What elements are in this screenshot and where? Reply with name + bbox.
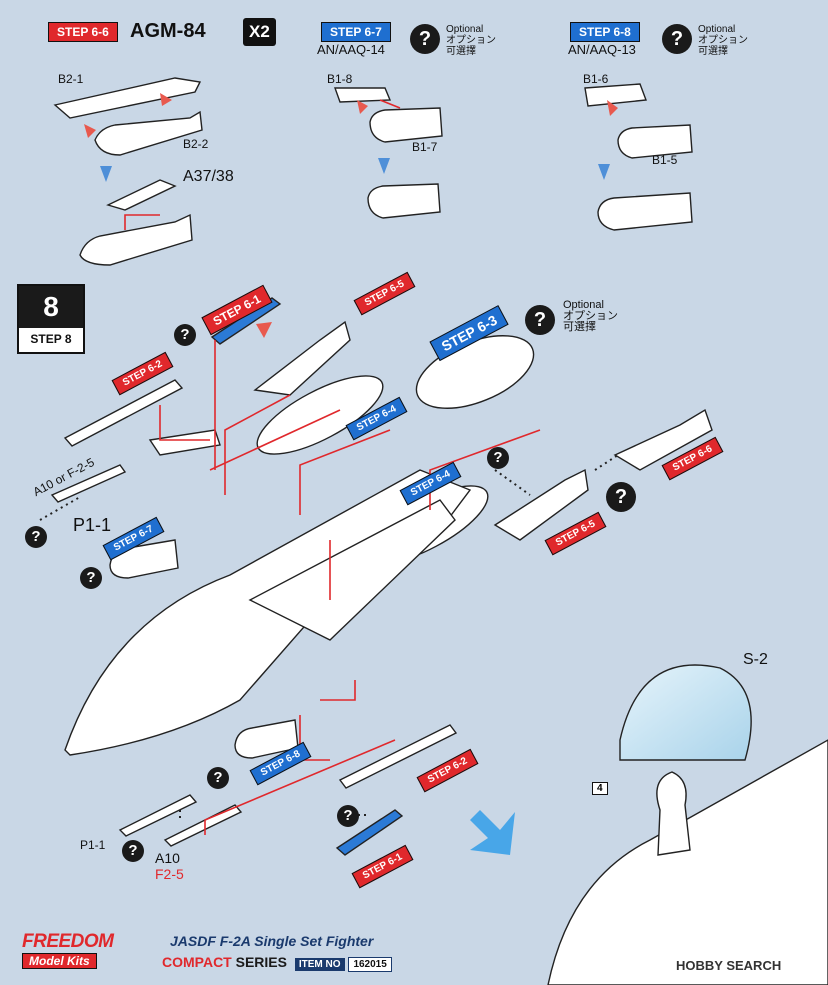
optional-jp: オプション: [698, 35, 748, 46]
step-6-6-tag: STEP 6-6: [48, 22, 118, 42]
aaq13-bracket: [584, 83, 647, 107]
canopy: [619, 664, 752, 761]
part-a10: A10: [155, 850, 180, 866]
aaq13-pod: [617, 124, 693, 159]
step-8-number: 8: [19, 286, 83, 328]
aam-blue-lower: [335, 809, 404, 856]
question-icon: ?: [80, 567, 102, 589]
part-b1-8: B1-8: [327, 72, 353, 86]
pod-bottom: [234, 719, 299, 759]
optional-cn: 可選擇: [698, 46, 728, 57]
freedom-logo: FREEDOM Model Kits: [22, 932, 154, 970]
question-icon: ?: [606, 482, 636, 512]
product-title: JASDF F-2A Single Set Fighter: [170, 933, 374, 949]
bomb-upper: [253, 320, 351, 396]
aaq14-pod-assembled: [367, 183, 441, 219]
optional-en: Optional: [563, 299, 604, 311]
optional-note-1: Optional オプション 可選擇: [446, 24, 496, 57]
freedom-logo-sub: Model Kits: [22, 953, 97, 969]
agm-missile-body: [94, 110, 203, 156]
series-line: COMPACT SERIES ITEM NO 162015: [162, 954, 392, 972]
step-4-ref: 4: [592, 782, 608, 795]
question-icon: ?: [207, 767, 229, 789]
step-6-8-tag: STEP 6-8: [570, 22, 640, 42]
item-no-value: 162015: [348, 957, 392, 972]
question-icon: ?: [487, 447, 509, 469]
optional-en: Optional: [446, 24, 484, 35]
question-icon: ?: [122, 840, 144, 862]
an-aaq-14-label: AN/AAQ-14: [317, 42, 385, 57]
question-icon: ?: [337, 805, 359, 827]
hobby-search-watermark: HOBBY SEARCH: [676, 958, 782, 973]
question-icon: ?: [525, 305, 555, 335]
part-p1-1: P1-1: [73, 515, 112, 535]
question-icon: ?: [25, 526, 47, 548]
freedom-logo-text: FREEDOM: [22, 931, 114, 952]
step-8-box: 8 STEP 8: [17, 284, 85, 354]
part-p1-1-lower: P1-1: [80, 838, 106, 852]
part-s2: S-2: [743, 651, 768, 668]
question-icon: ?: [410, 24, 440, 54]
part-f2-5: F2-5: [155, 866, 184, 882]
question-icon: ?: [662, 24, 692, 54]
optional-cn: 可選擇: [446, 46, 476, 57]
part-a37-38: A37/38: [183, 168, 234, 185]
agm-assembled: [79, 213, 193, 266]
optional-note-2: Optional オプション 可選擇: [698, 24, 748, 57]
an-aaq-13-label: AN/AAQ-13: [568, 42, 636, 57]
bomb-lower: [493, 468, 589, 541]
cockpit-fuselage: [547, 739, 828, 985]
step-6-7-tag: STEP 6-7: [321, 22, 391, 42]
optional-en: Optional: [698, 24, 736, 35]
optional-jp: オプション: [563, 310, 618, 322]
optional-jp: オプション: [446, 35, 496, 46]
part-b1-5: B1-5: [652, 153, 678, 167]
qty-x2-badge: X2: [243, 18, 276, 46]
aaq14-bracket: [334, 87, 392, 103]
optional-cn: 可選擇: [563, 321, 596, 333]
aam-upper-left: [63, 379, 184, 447]
part-b1-7: B1-7: [412, 140, 438, 154]
series-word: SERIES: [235, 954, 287, 970]
aam-lower-right: [338, 724, 458, 789]
blue-3d-arrow: [470, 810, 515, 855]
step-8-label: STEP 8: [30, 332, 72, 346]
agm-upper-half: [53, 77, 202, 119]
item-no-label: ITEM NO: [294, 958, 345, 971]
aircraft-wing: [248, 499, 456, 641]
pilot-figure: [656, 771, 691, 856]
agm-84-title: AGM-84: [130, 20, 206, 42]
optional-note-3: Optional オプション 可選擇: [563, 300, 618, 333]
part-b2-2: B2-2: [183, 137, 209, 151]
part-b1-6: B1-6: [583, 72, 609, 86]
aircraft-fuselage: [64, 469, 472, 756]
series-compact: COMPACT: [162, 954, 232, 970]
pylon-b: [118, 794, 198, 837]
pylon-a: [50, 464, 127, 503]
question-icon: ?: [174, 324, 196, 346]
aaq14-pod: [369, 107, 443, 143]
part-b2-1: B2-1: [58, 72, 84, 86]
aaq13-pod-assembled: [597, 192, 693, 231]
vertical-fin: [148, 429, 221, 456]
agm-pylon: [106, 179, 177, 211]
agm-right: [613, 408, 713, 471]
